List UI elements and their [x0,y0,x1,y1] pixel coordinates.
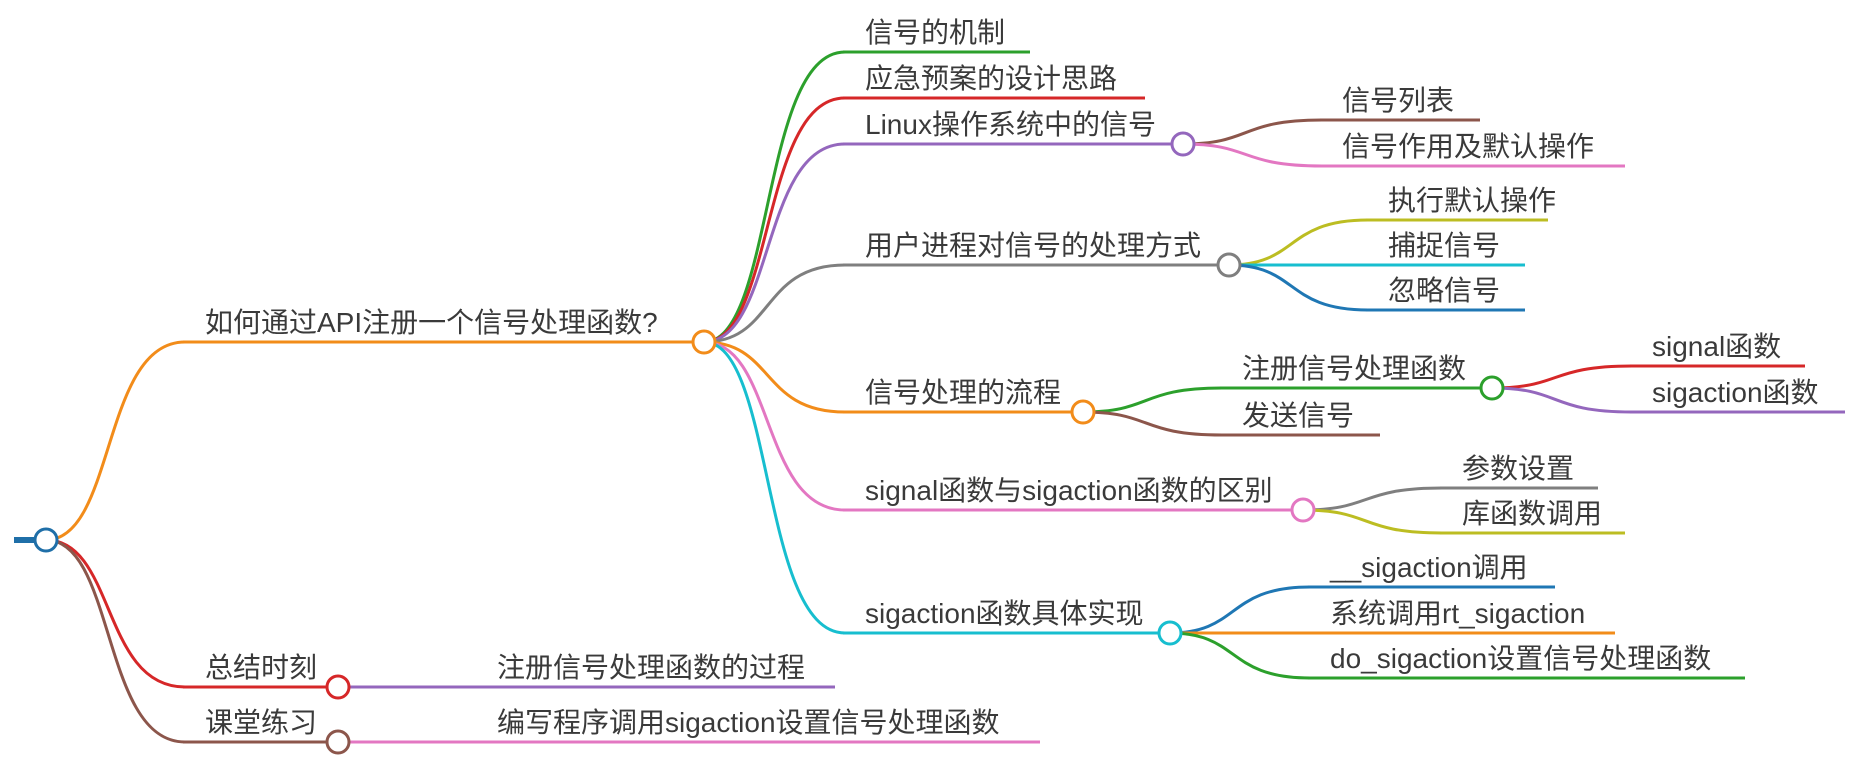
node-label-root-children-1[interactable]: 总结时刻 [205,652,317,683]
edge-root-children-0-children-1 [703,96,846,344]
node-label-root-children-0-children-5[interactable]: signal函数与sigaction函数的区别 [865,475,1273,506]
node-label-root-children-0-children-4-children-1[interactable]: 发送信号 [1242,400,1354,431]
edge-root-children-0-children-2-children-0 [1182,118,1323,146]
edge-root-children-0-children-5 [703,340,846,512]
root-connector[interactable] [33,527,59,553]
node-label-root-children-0-children-2[interactable]: Linux操作系统中的信号 [865,109,1156,140]
node-label-root-children-0-children-2-children-1[interactable]: 信号作用及默认操作 [1342,131,1594,162]
node-label-root-children-0-children-5-children-1[interactable]: 库函数调用 [1462,498,1602,529]
edge-root-children-0-children-6-children-0 [1169,585,1311,635]
collapse-toggle-root-children-0-children-2[interactable] [1170,131,1196,157]
edge-root-children-0-children-3-children-2 [1228,263,1369,312]
edge-root-children-0-children-4-children-0 [1082,386,1223,414]
edge-root-children-0-children-2 [703,142,846,344]
edge-root-children-1 [45,538,186,689]
node-label-root-children-0-children-6-children-0[interactable]: __sigaction调用 [1329,552,1528,583]
node-label-root-children-0-children-2-children-0[interactable]: 信号列表 [1342,85,1454,116]
edge-root-children-0-children-5-children-0 [1302,486,1443,512]
node-label-root-children-0-children-4-children-0[interactable]: 注册信号处理函数 [1242,353,1466,384]
node-label-root-children-0-children-6[interactable]: sigaction函数具体实现 [865,598,1144,629]
node-label-root-children-0-children-4-children-0-children-0[interactable]: signal函数 [1652,331,1781,362]
node-label-root-children-0-children-3-children-1[interactable]: 捕捉信号 [1388,230,1500,261]
edge-root-children-0-children-4-children-1 [1082,410,1223,437]
node-label-root-children-2-children-0[interactable]: 编写程序调用sigaction设置信号处理函数 [497,707,1000,738]
collapse-toggle-root-children-1[interactable] [325,674,351,700]
collapse-toggle-root-children-2[interactable] [325,729,351,755]
edge-root-children-0-children-4-children-0-children-1 [1491,386,1633,414]
node-label-root-children-0-children-6-children-1[interactable]: 系统调用rt_sigaction [1330,598,1585,629]
node-label-root-children-0-children-3[interactable]: 用户进程对信号的处理方式 [865,230,1201,261]
mindmap-edges [45,50,1633,744]
edge-root-children-0 [45,340,186,542]
mindmap-connectors [33,131,1505,755]
edge-root-children-0-children-3-children-0 [1228,218,1369,267]
collapse-toggle-root-children-0-children-3[interactable] [1216,252,1242,278]
node-label-root-children-0-children-4-children-0-children-1[interactable]: sigaction函数 [1652,377,1819,408]
collapse-toggle-root-children-0-children-6[interactable] [1157,620,1183,646]
edge-root-children-2 [45,538,186,744]
node-label-root-children-0[interactable]: 如何通过API注册一个信号处理函数? [205,307,658,338]
node-label-root-children-1-children-0[interactable]: 注册信号处理函数的过程 [497,652,805,683]
collapse-toggle-root-children-0-children-4[interactable] [1070,399,1096,425]
edge-root-children-0-children-4 [703,340,846,414]
node-label-root-children-2[interactable]: 课堂练习 [205,707,317,738]
node-label-root-children-0-children-6-children-2[interactable]: do_sigaction设置信号处理函数 [1330,643,1711,674]
edge-root-children-0-children-6-children-2 [1169,631,1311,680]
node-label-root-children-0-children-4[interactable]: 信号处理的流程 [865,377,1061,408]
edge-root-children-0-children-3 [703,263,846,344]
node-label-root-children-0-children-5-children-0[interactable]: 参数设置 [1462,453,1574,484]
node-label-root-children-0-children-0[interactable]: 信号的机制 [865,17,1005,48]
edge-root-children-0-children-6 [703,340,846,635]
node-label-root-children-0-children-3-children-0[interactable]: 执行默认操作 [1388,185,1556,216]
edge-root-children-0-children-2-children-1 [1182,142,1323,168]
edge-root-children-0-children-4-children-0-children-0 [1491,364,1633,390]
collapse-toggle-root-children-0-children-5[interactable] [1290,497,1316,523]
edge-root-children-0-children-5-children-1 [1302,508,1443,535]
collapse-toggle-root-children-0-children-4-children-0[interactable] [1479,375,1505,401]
mindmap-underlines [14,50,1845,744]
node-label-root-children-0-children-1[interactable]: 应急预案的设计思路 [865,63,1117,94]
node-label-root-children-0-children-3-children-2[interactable]: 忽略信号 [1388,275,1500,306]
collapse-toggle-root-children-0[interactable] [691,329,717,355]
